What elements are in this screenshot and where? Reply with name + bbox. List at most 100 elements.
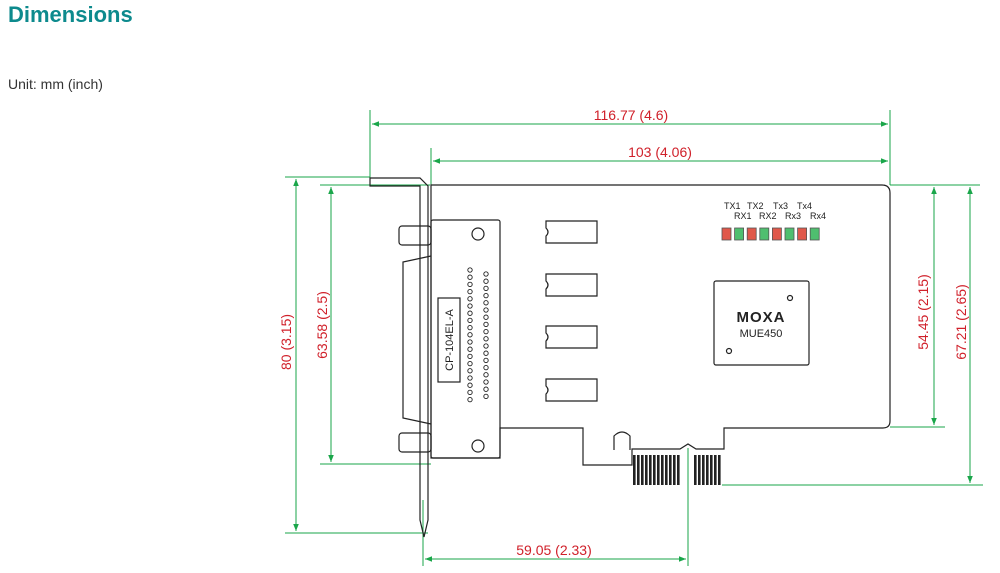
gold-finger [669, 455, 672, 485]
gold-finger [653, 455, 656, 485]
connector-pin [467, 346, 473, 352]
connector-pin [483, 328, 489, 335]
connector-pin [467, 368, 473, 374]
led-labels: TX1 TX2 Tx3 Tx4 RX1 RX2 Rx3 Rx4 [724, 201, 826, 221]
gold-finger [657, 455, 660, 485]
pcie-gold-fingers [633, 455, 721, 485]
gold-finger [673, 455, 676, 485]
gold-finger [661, 455, 664, 485]
connector-pin [483, 336, 489, 342]
gold-finger [698, 455, 701, 485]
gold-finger [665, 455, 668, 485]
connector-pin [467, 353, 473, 360]
led-label-rx3: Rx3 [785, 211, 801, 221]
connector-pin [467, 375, 473, 381]
led-label-tx2: TX2 [747, 201, 764, 211]
led-label-tx1: TX1 [724, 201, 741, 211]
gold-finger [645, 455, 648, 485]
db-connector-body [430, 219, 501, 459]
chip-model: MUE450 [740, 328, 783, 340]
connector-pin [483, 372, 489, 378]
connector-pin [467, 324, 473, 331]
gold-finger [706, 455, 709, 485]
serial-chips [545, 220, 598, 402]
connector-pin [467, 281, 473, 288]
connector-pin [467, 310, 473, 316]
connector-label-box [437, 297, 461, 383]
connector-pin [467, 360, 473, 367]
gold-finger [718, 455, 721, 485]
connector-label: CP-104EL-A [444, 308, 456, 370]
connector-pin [467, 396, 473, 403]
gold-finger [702, 455, 705, 485]
chip-brand: MOXA [737, 309, 786, 326]
connector-pin [483, 393, 489, 400]
led-indicator [784, 227, 795, 241]
dim-bracket-height: 80 (3.15) [278, 314, 294, 370]
led-indicator [797, 227, 807, 241]
led-indicator [759, 227, 770, 241]
page-title: Dimensions [8, 2, 133, 27]
dim-bracket-inner: 63.58 (2.5) [314, 291, 330, 359]
led-label-tx3: Tx3 [773, 201, 788, 211]
connector-pins [467, 267, 489, 403]
connector-pin [483, 386, 489, 392]
connector-pin [483, 285, 489, 292]
connector-pin [483, 357, 489, 364]
connector-pin [467, 382, 473, 388]
mounting-bracket [369, 177, 432, 538]
connector-pin [483, 379, 489, 385]
led-indicator [809, 227, 820, 241]
connector-pin [467, 267, 473, 273]
led-label-rx4: Rx4 [810, 211, 826, 221]
main-chip [713, 280, 810, 366]
connector-pin [467, 317, 473, 324]
dim-board-height-upper: 54.45 (2.15) [915, 274, 931, 350]
gold-finger [641, 455, 644, 485]
dimension-lines [285, 110, 983, 566]
connector-pin [483, 300, 489, 306]
connector-pin [483, 271, 489, 277]
connector-pin [467, 288, 473, 295]
connector-pin [467, 389, 473, 396]
pcb-outline [430, 184, 891, 466]
chip-pin1-dot [786, 294, 794, 302]
connector-pin [467, 296, 473, 302]
unit-note: Unit: mm (inch) [8, 76, 103, 92]
dim-board-height-total: 67.21 (2.65) [953, 284, 969, 360]
gold-finger [714, 455, 717, 485]
led-row [721, 227, 820, 241]
connector-screw-bottom [471, 439, 485, 453]
gold-finger [633, 455, 636, 485]
led-indicator [721, 227, 732, 241]
gold-finger [694, 455, 697, 485]
led-indicator [746, 227, 757, 241]
led-indicator [734, 227, 744, 241]
connector-pin [483, 278, 489, 284]
connector-pin [483, 307, 489, 313]
led-label-rx2: RX2 [759, 211, 777, 221]
gold-finger [677, 455, 680, 485]
connector-pin [483, 350, 489, 356]
connector-pin [467, 274, 473, 280]
connector-pin [467, 339, 473, 345]
connector-screw-top [471, 227, 485, 241]
connector-pin [483, 343, 489, 349]
connector-pin [483, 292, 489, 299]
connector-pin [467, 303, 473, 309]
led-indicator [772, 227, 782, 241]
led-label-rx1: RX1 [734, 211, 752, 221]
gold-finger [710, 455, 713, 485]
connector-pin [483, 364, 489, 371]
pcie-key-notch [613, 431, 631, 450]
gold-finger [637, 455, 640, 485]
connector-pin [483, 314, 489, 320]
connector-pin [483, 321, 489, 328]
connector-pin [467, 332, 473, 338]
gold-finger [649, 455, 652, 485]
dim-edge-offset: 59.05 (2.33) [516, 542, 592, 558]
dim-overall-length: 116.77 (4.6) [594, 107, 668, 123]
led-label-tx4: Tx4 [797, 201, 812, 211]
dim-board-length: 103 (4.06) [628, 144, 692, 160]
